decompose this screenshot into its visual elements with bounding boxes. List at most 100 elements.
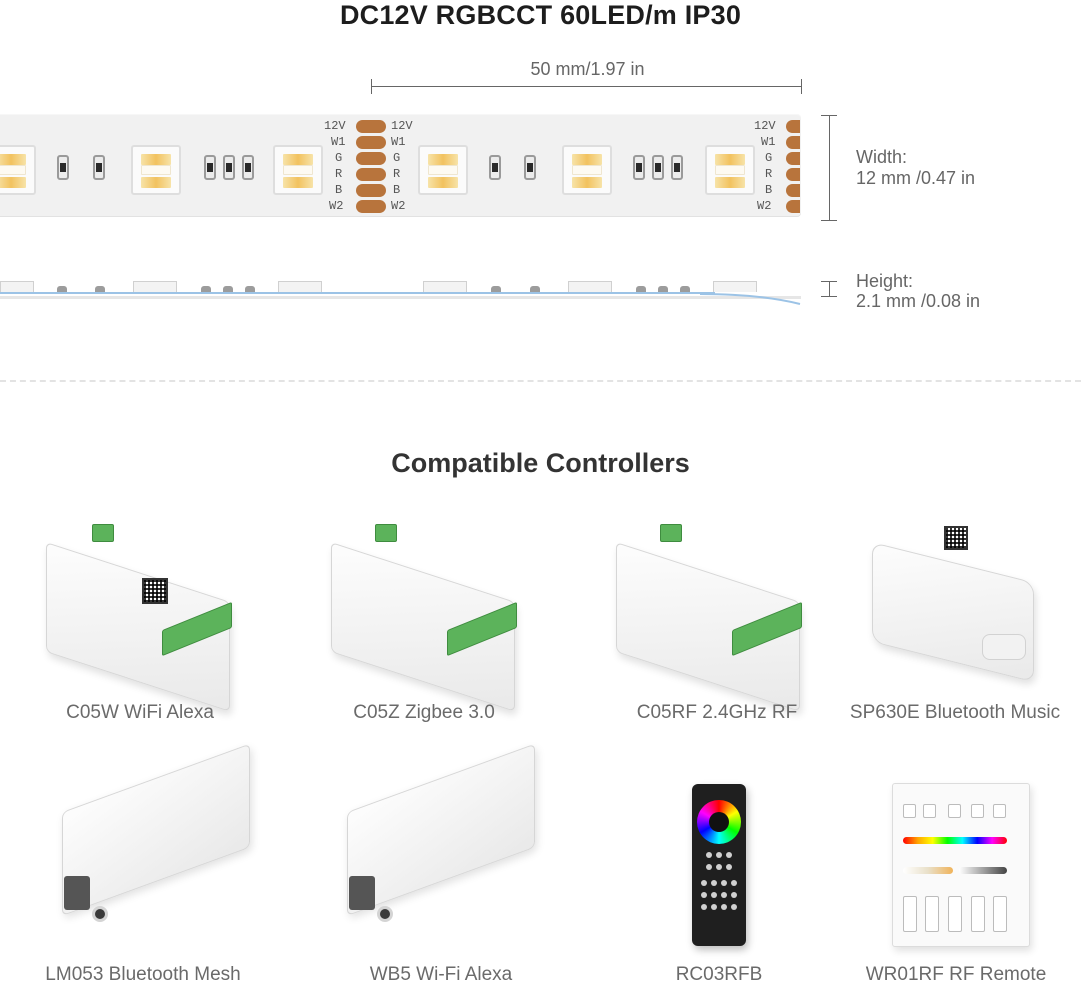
white-slider — [959, 867, 1007, 874]
pad-label-end: 12V — [754, 119, 776, 133]
resistor — [524, 155, 536, 180]
led-chip — [562, 145, 612, 195]
pad-label-right: W2 — [391, 199, 406, 213]
side-resistor — [491, 286, 501, 292]
strip-side-base — [0, 296, 801, 299]
controller-wb5 — [343, 743, 539, 947]
pad-label-left: 12V — [324, 119, 346, 133]
side-resistor — [658, 286, 668, 292]
pad-label-end: W2 — [757, 199, 772, 213]
controller-name: WB5 Wi-Fi Alexa — [369, 964, 513, 985]
side-led — [0, 281, 34, 292]
pad-label-left: G — [335, 151, 343, 165]
terminal-block — [660, 524, 682, 542]
length-dimension-tick-right — [801, 79, 802, 94]
resistor — [652, 155, 664, 180]
side-led — [423, 281, 467, 292]
controller-name: SP630E Bluetooth Music — [849, 702, 1061, 723]
pad-label-right: B — [393, 183, 401, 197]
height-label: Height: — [856, 271, 914, 291]
controller-name: WR01RF RF Remote — [865, 964, 1047, 985]
controller-lm053 — [58, 743, 254, 947]
side-led — [133, 281, 177, 292]
pad-label-right: W1 — [391, 135, 406, 149]
resistor — [204, 155, 216, 180]
controller-box-icon — [347, 743, 535, 916]
pad-label-right: R — [393, 167, 401, 181]
resistor — [489, 155, 501, 180]
qr-code — [142, 578, 168, 604]
led-strip-top-view: 12V W1 G R B W2 12V W1 G R B W2 12V W1 G… — [0, 114, 801, 217]
width-dimension-tick-bottom — [821, 220, 837, 221]
width-dimension-line — [829, 115, 830, 220]
dc-jack — [92, 906, 108, 922]
resistor — [633, 155, 645, 180]
pad-label-left: W2 — [329, 199, 344, 213]
side-resistor — [636, 286, 646, 292]
color-wheel — [697, 800, 741, 844]
pad-label-right: 12V — [391, 119, 413, 133]
controller-c05z — [325, 520, 525, 712]
length-dimension-tick-left — [371, 79, 372, 94]
controller-name: C05W WiFi Alexa — [66, 702, 214, 723]
pad-label-end: G — [765, 151, 773, 165]
pad-label-end: B — [765, 183, 773, 197]
side-resistor — [245, 286, 255, 292]
led-chip — [705, 145, 755, 195]
side-led — [568, 281, 612, 292]
width-label: Width: — [856, 147, 908, 167]
side-resistor — [201, 286, 211, 292]
side-led — [713, 281, 757, 292]
pad-label-right: G — [393, 151, 401, 165]
section-divider — [0, 380, 1081, 382]
height-dimension-tick-bottom — [821, 296, 837, 297]
side-resistor — [223, 286, 233, 292]
controller-c05rf — [610, 520, 810, 712]
resistor — [242, 155, 254, 180]
qr-code — [944, 526, 968, 550]
pad-label-end: R — [765, 167, 773, 181]
resistor — [57, 155, 69, 180]
led-chip — [418, 145, 468, 195]
length-dimension-label: 50 mm/1.97 in — [530, 59, 645, 79]
side-resistor — [95, 286, 105, 292]
pad-label-left: R — [335, 167, 343, 181]
brightness-slider — [903, 867, 953, 874]
side-resistor — [680, 286, 690, 292]
mounting-tab — [982, 634, 1026, 660]
controller-box-icon — [872, 542, 1034, 683]
product-title: DC12V RGBCCT 60LED/m IP30 — [339, 0, 742, 30]
side-resistor — [57, 286, 67, 292]
connector-port — [349, 876, 375, 910]
controller-name: RC03RFB — [675, 964, 763, 985]
side-resistor — [530, 286, 540, 292]
strip-side-tape — [0, 292, 715, 294]
pad-label-left: W1 — [331, 135, 346, 149]
controller-name: C05RF 2.4GHz RF — [636, 702, 798, 723]
pad-label-end: W1 — [761, 135, 776, 149]
terminal-block — [375, 524, 397, 542]
length-dimension-line — [371, 86, 802, 87]
led-chip — [131, 145, 181, 195]
controller-c05w — [40, 520, 240, 712]
controller-sp630e — [870, 522, 1040, 683]
resistor — [93, 155, 105, 180]
wall-panel-icon — [892, 783, 1030, 947]
strip-side-curve — [700, 293, 801, 305]
led-chip — [273, 145, 323, 195]
side-led — [278, 281, 322, 292]
rgb-slider — [903, 837, 1007, 844]
terminal-block — [92, 524, 114, 542]
resistor — [671, 155, 683, 180]
led-chip — [0, 145, 36, 195]
controller-name: C05Z Zigbee 3.0 — [353, 702, 495, 723]
pad-label-left: B — [335, 183, 343, 197]
height-value: 2.1 mm /0.08 in — [856, 291, 981, 311]
width-dimension-tick-top — [821, 115, 837, 116]
section-title: Compatible Controllers — [391, 448, 690, 478]
remote-icon — [692, 784, 746, 946]
controller-name: LM053 Bluetooth Mesh — [45, 964, 241, 985]
height-dimension-line — [829, 281, 830, 297]
dc-jack — [377, 906, 393, 922]
resistor — [223, 155, 235, 180]
